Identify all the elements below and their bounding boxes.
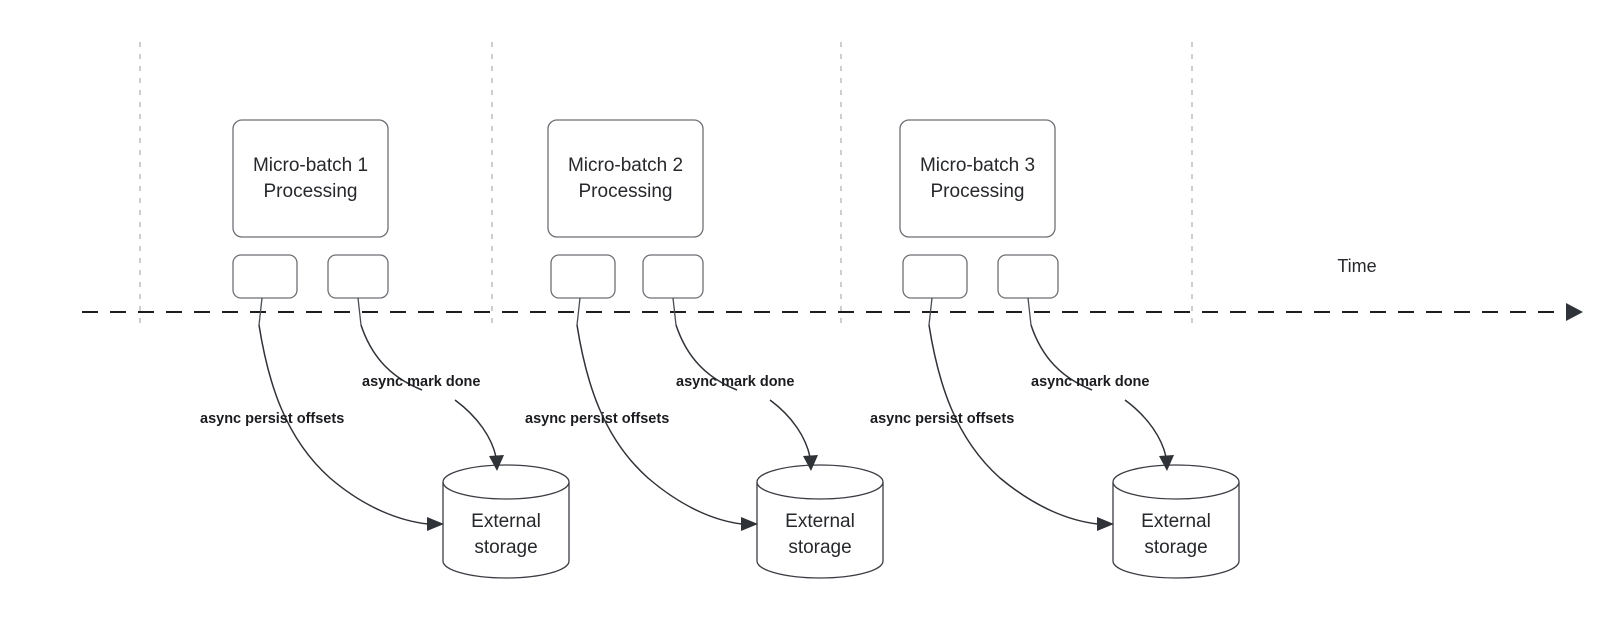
- group-2-persist-offsets-task[interactable]: [550, 254, 616, 299]
- group-1-persist-connector: [258, 297, 263, 326]
- group-2-mark-done-curve: [675, 324, 811, 458]
- group-1-storage-top: [442, 464, 570, 500]
- micro-batch-3-rect[interactable]: [899, 119, 1056, 238]
- group-2-mark-done-task[interactable]: [642, 254, 704, 299]
- group-3-persist-offsets-label: async persist offsets: [870, 411, 1014, 427]
- group-2-external-storage[interactable]: External storage: [756, 464, 884, 579]
- time-axis: Time: [82, 256, 1583, 321]
- group-1-persist-offsets-label: async persist offsets: [200, 411, 344, 427]
- group-3-mark-done-arrowhead: [1159, 455, 1174, 471]
- group-2-persist-offsets-label: async persist offsets: [525, 411, 669, 427]
- micro-batch-1-label-line2: Processing: [264, 181, 358, 202]
- micro-batch-2-label-line1: Micro-batch 2: [568, 155, 683, 176]
- group-2: Micro-batch 2 Processing External storag…: [525, 119, 884, 579]
- group-2-storage-body: [756, 482, 884, 579]
- micro-batch-1-label-line1: Micro-batch 1: [253, 155, 368, 176]
- group-2-storage-top: [756, 464, 884, 500]
- group-2-markdone-connector: [672, 297, 677, 326]
- group-3-persist-offsets-curve: [928, 324, 1099, 525]
- group-3-mark-done-curve: [1030, 324, 1167, 458]
- group-1-external-storage[interactable]: External storage: [442, 464, 570, 579]
- group-3-external-storage[interactable]: External storage: [1112, 464, 1240, 579]
- group-2-persist-offsets-curve: [576, 324, 743, 525]
- group-1-markdone-connector: [357, 297, 362, 326]
- group-1-storage-label-line1: External: [471, 511, 541, 532]
- group-2-storage-label-line1: External: [785, 511, 855, 532]
- group-3: Micro-batch 3 Processing External storag…: [870, 119, 1240, 579]
- group-1-mark-done-curve: [360, 324, 497, 458]
- group-1-persist-offsets-task[interactable]: [232, 254, 298, 299]
- group-2-storage-label-line2: storage: [788, 537, 851, 558]
- group-1-mark-done-arrowhead: [489, 455, 504, 471]
- group-3-mark-done-label: async mark done: [1031, 374, 1149, 390]
- group-3-persist-offsets-task[interactable]: [902, 254, 968, 299]
- time-axis-label: Time: [1337, 256, 1376, 276]
- group-3-storage-label-line1: External: [1141, 511, 1211, 532]
- group-2-persist-connector: [576, 297, 581, 326]
- group-1-mark-done-label: async mark done: [362, 374, 480, 390]
- micro-batch-1-rect[interactable]: [232, 119, 389, 238]
- group-1-persist-offsets-arrowhead: [427, 517, 444, 531]
- group-3-markdone-connector: [1027, 297, 1032, 326]
- group-2-persist-offsets-arrowhead: [741, 517, 758, 531]
- micro-batch-2-rect[interactable]: [547, 119, 704, 238]
- group-1: Micro-batch 1 Processing External storag…: [200, 119, 570, 579]
- group-2-mark-done-label: async mark done: [676, 374, 794, 390]
- group-1-mark-done-task[interactable]: [327, 254, 389, 299]
- group-1-storage-body: [442, 482, 570, 579]
- group-1-storage-label-line2: storage: [474, 537, 537, 558]
- group-3-storage-body: [1112, 482, 1240, 579]
- micro-batch-2-label-line2: Processing: [579, 181, 673, 202]
- micro-batch-1-box[interactable]: Micro-batch 1 Processing: [232, 119, 389, 238]
- time-axis-arrowhead: [1566, 303, 1583, 321]
- micro-batch-2-box[interactable]: Micro-batch 2 Processing: [547, 119, 704, 238]
- group-3-mark-done-task[interactable]: [997, 254, 1059, 299]
- group-3-storage-label-line2: storage: [1144, 537, 1207, 558]
- group-3-persist-connector: [928, 297, 933, 326]
- group-3-persist-offsets-arrowhead: [1097, 517, 1114, 531]
- micro-batch-3-label-line1: Micro-batch 3: [920, 155, 1035, 176]
- group-2-mark-done-arrowhead: [803, 455, 818, 471]
- micro-batch-3-box[interactable]: Micro-batch 3 Processing: [899, 119, 1056, 238]
- group-3-storage-top: [1112, 464, 1240, 500]
- group-1-persist-offsets-curve: [258, 324, 429, 525]
- micro-batch-3-label-line2: Processing: [931, 181, 1025, 202]
